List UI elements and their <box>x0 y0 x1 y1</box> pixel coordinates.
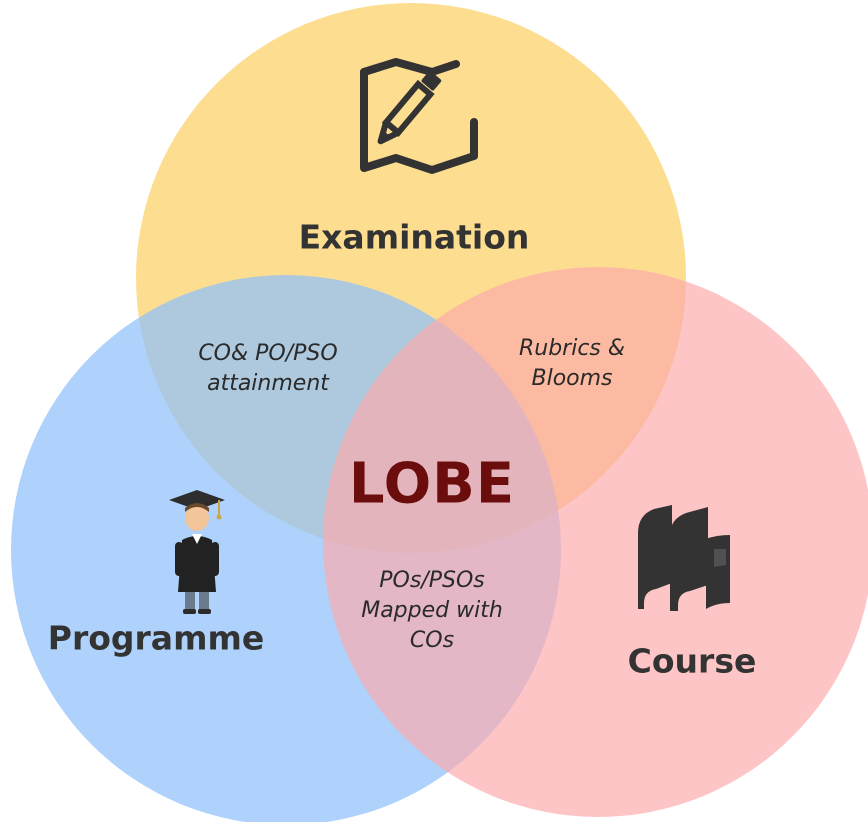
center-label: LOBE <box>348 451 516 517</box>
examination-label: Examination <box>298 217 530 257</box>
overlap-line: COs <box>409 628 455 653</box>
course-label: Course <box>627 641 757 681</box>
overlap-line: Rubrics & <box>518 336 626 361</box>
examination-course-overlap: Rubrics & Blooms <box>519 334 625 394</box>
overlap-line: CO& PO/PSO <box>198 341 338 366</box>
graduate-student-icon <box>169 490 225 614</box>
overlap-line: Blooms <box>531 366 613 391</box>
programme-course-overlap: POs/PSOs Mapped with COs <box>361 566 503 656</box>
map-pencil-icon <box>360 58 478 174</box>
overlap-line: attainment <box>207 371 329 396</box>
programme-label: Programme <box>47 618 265 658</box>
overlap-line: POs/PSOs <box>379 568 485 593</box>
course-circle <box>323 267 868 817</box>
examination-programme-overlap: CO& PO/PSO attainment <box>198 339 337 399</box>
overlap-line: Mapped with <box>361 598 503 623</box>
books-icon <box>638 505 730 611</box>
